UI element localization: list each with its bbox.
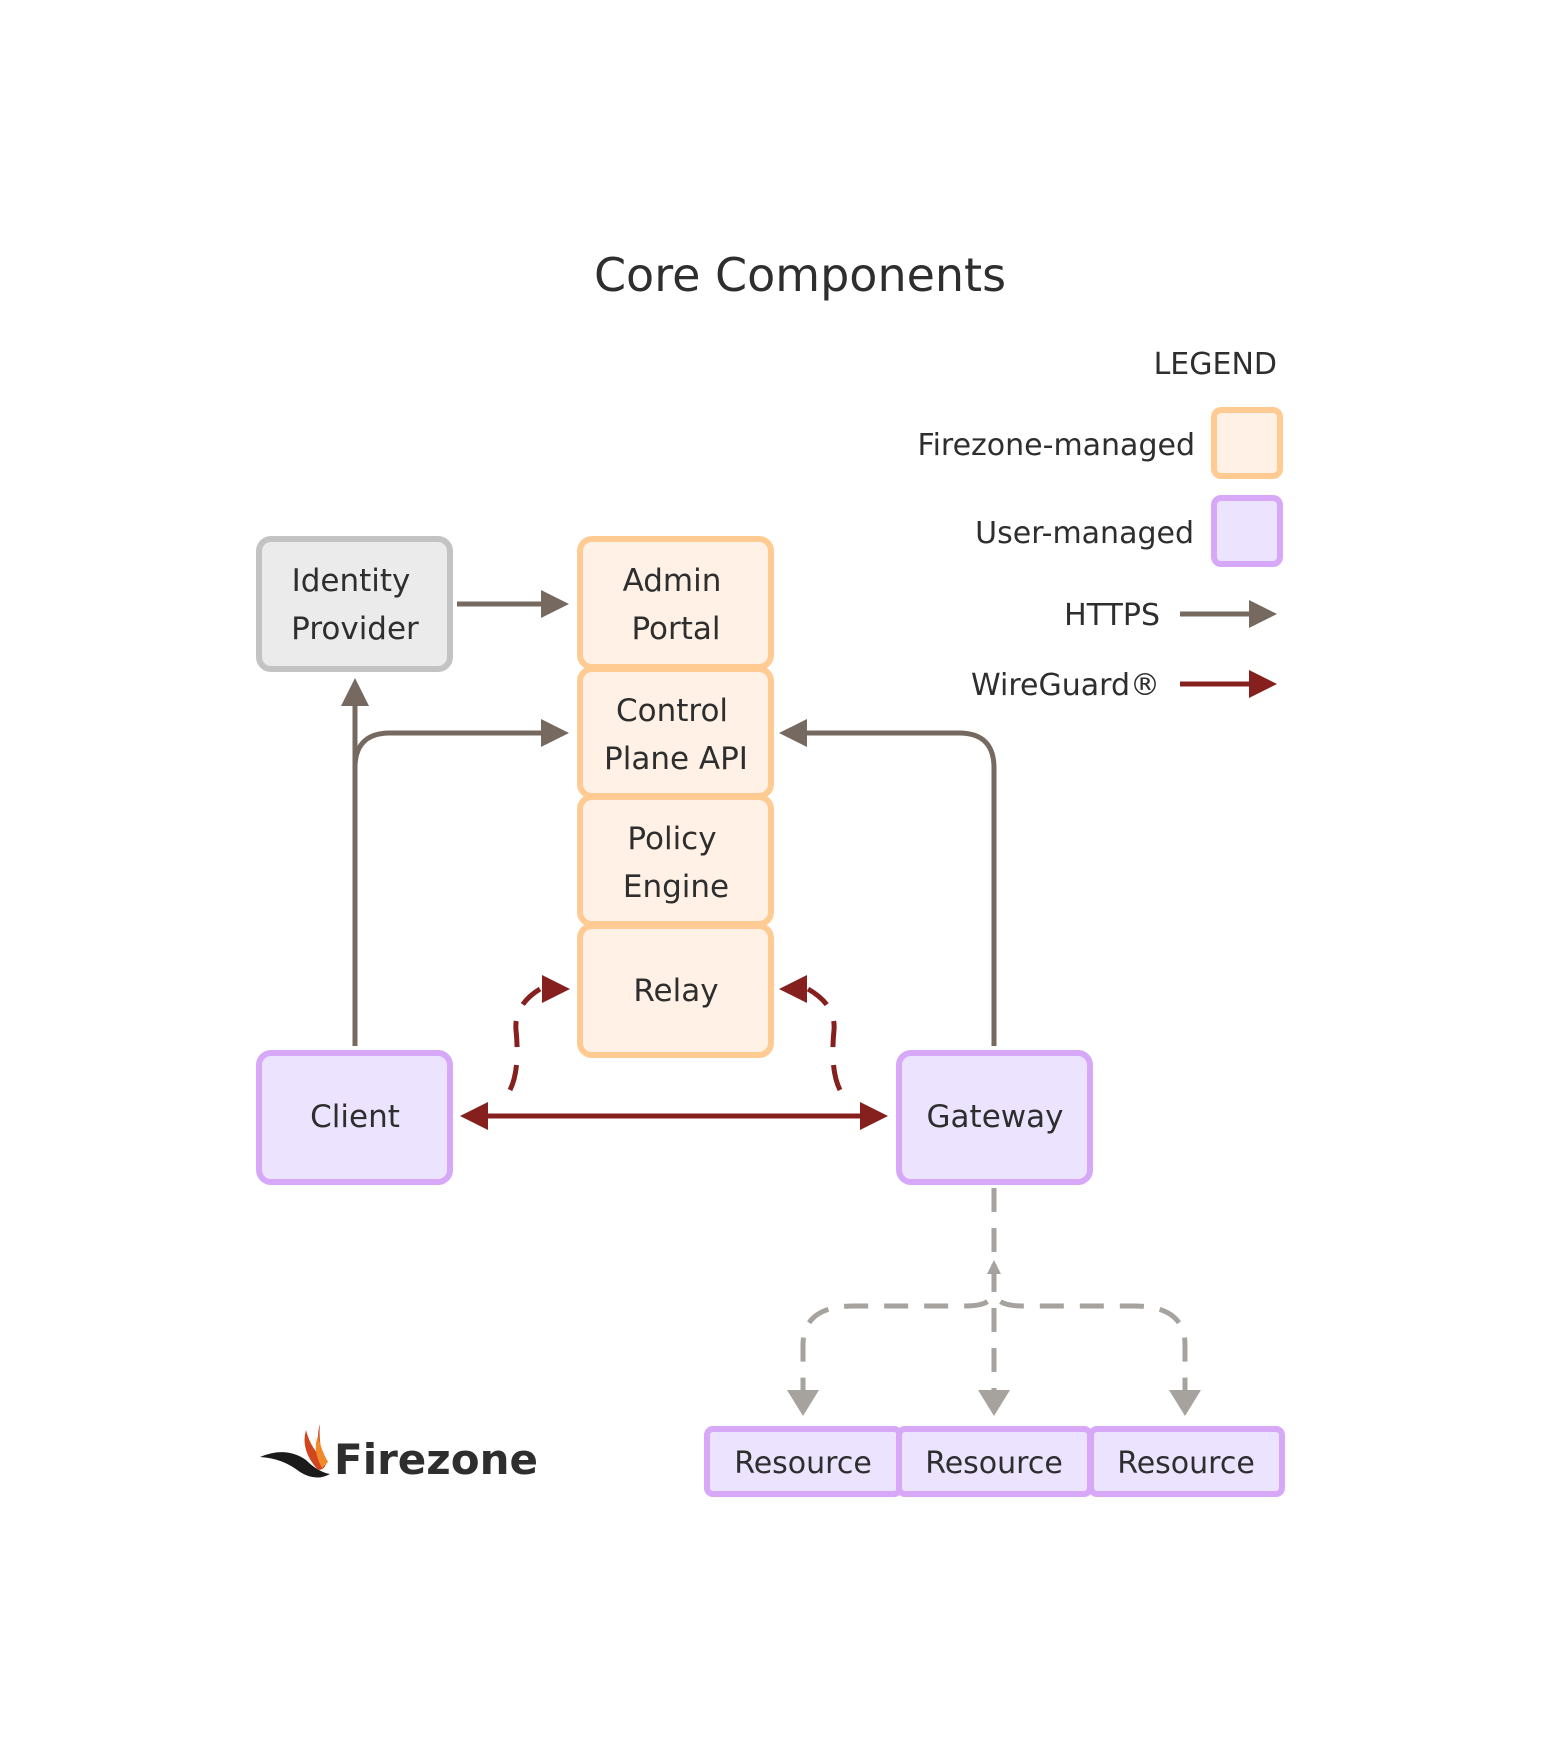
legend: LEGEND Firezone-managed User-managed HTT… (918, 347, 1283, 703)
edge-gateway-to-relay-wireguard (779, 975, 843, 1092)
policy-engine-label-line-1: Policy (627, 821, 716, 857)
admin-portal-label-line-1: Admin (623, 563, 722, 599)
edge-client-to-control-plane (352, 719, 569, 780)
node-relay: Relay (577, 923, 774, 1058)
firezone-logo-text: Firezone (334, 1435, 538, 1484)
legend-swatch-firezone-managed (1211, 407, 1283, 479)
legend-label-firezone-managed: Firezone-managed (918, 428, 1196, 463)
edge-client-to-relay-wireguard (507, 975, 570, 1092)
edge-resource-arrowheads (787, 1260, 1201, 1416)
node-policy-engine: Policy Engine (577, 794, 774, 927)
node-gateway: Gateway (896, 1050, 1093, 1185)
policy-engine-label-line-2: Engine (623, 869, 729, 905)
legend-label-https: HTTPS (1064, 598, 1160, 633)
legend-https-arrow-icon (1180, 600, 1277, 628)
edge-client-gateway-wireguard (460, 1102, 888, 1130)
node-control-plane-api: Control Plane API (577, 666, 774, 799)
node-resource-1: Resource (704, 1426, 903, 1497)
node-resource-3: Resource (1088, 1426, 1285, 1497)
identity-provider-label-line-1: Identity (292, 563, 411, 599)
resource-3-label: Resource (1117, 1446, 1255, 1481)
relay-label: Relay (633, 973, 718, 1009)
admin-portal-label-line-2: Portal (631, 611, 720, 647)
resource-2-label: Resource (925, 1446, 1063, 1481)
diagram-title: Core Components (594, 248, 1006, 302)
connectors (341, 590, 1201, 1416)
control-plane-api-label-line-1: Control (616, 693, 728, 729)
firezone-logo: Firezone (260, 1424, 538, 1484)
resource-1-label: Resource (734, 1446, 872, 1481)
legend-swatch-user-managed (1211, 495, 1283, 567)
edge-idp-to-admin-portal (457, 590, 569, 618)
legend-wireguard-arrow-icon (1180, 670, 1277, 698)
node-identity-provider: Identity Provider (256, 536, 453, 672)
edge-gateway-to-control-plane (779, 719, 997, 1046)
client-label: Client (310, 1099, 400, 1135)
node-resource-2: Resource (896, 1426, 1093, 1497)
legend-title: LEGEND (1154, 347, 1277, 382)
firezone-flame-icon (260, 1424, 330, 1478)
legend-label-user-managed: User-managed (975, 516, 1194, 551)
identity-provider-label-line-2: Provider (291, 611, 419, 647)
edge-client-to-idp (341, 678, 369, 1046)
control-plane-api-label-line-2: Plane API (604, 741, 748, 777)
node-admin-portal: Admin Portal (577, 536, 774, 670)
edge-gateway-to-resources (800, 1188, 1188, 1398)
legend-label-wireguard: WireGuard® (971, 668, 1160, 703)
gateway-label: Gateway (927, 1099, 1064, 1135)
node-client: Client (256, 1050, 453, 1185)
